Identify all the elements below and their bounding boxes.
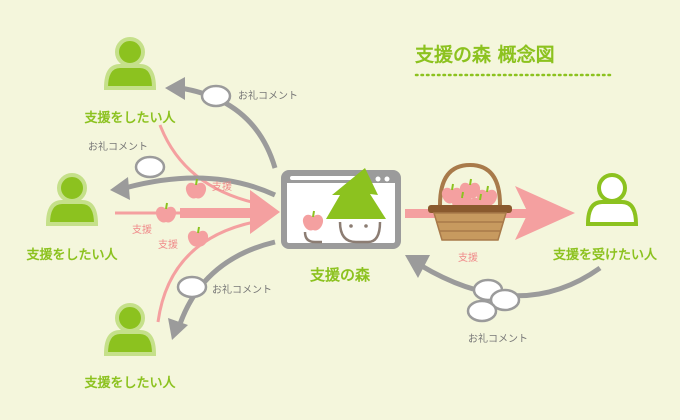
support-label: 支援 [158, 238, 178, 251]
supporter-person-icon [46, 173, 98, 226]
center-label: 支援の森 [309, 266, 371, 284]
supporter-person-icon [104, 303, 156, 356]
supporter-label: 支援をしたい人 [83, 110, 176, 126]
supporter-label: 支援をしたい人 [25, 247, 118, 263]
recipient-person-icon [586, 173, 638, 226]
support-arrowhead-in [250, 190, 280, 234]
support-arrowhead-out [515, 186, 575, 240]
apple-icon [154, 202, 178, 224]
comment-bubble-icon [466, 299, 498, 323]
comment-bubble-icon [134, 155, 166, 179]
diagram-title: 支援の森 概念図 [414, 43, 555, 66]
apple-basket-icon [428, 162, 512, 241]
supporter-person-icon [104, 37, 156, 90]
thanks-label: お礼コメント [468, 332, 528, 345]
thanks-arrowhead-4 [405, 255, 430, 278]
support-label: 支援 [132, 223, 152, 236]
thanks-arrows [124, 85, 602, 331]
thanks-label: お礼コメント [88, 140, 148, 153]
support-label: 支援 [212, 180, 232, 193]
recipient-label: 支援を受けたい人 [552, 247, 658, 263]
apple-icon [186, 226, 210, 248]
thanks-arrowhead-2 [110, 177, 130, 200]
supporter-label: 支援をしたい人 [83, 375, 176, 391]
comment-bubble-icon [200, 84, 232, 108]
support-label: 支援 [458, 251, 478, 264]
forest-window-icon [281, 168, 401, 249]
thanks-label: お礼コメント [212, 283, 272, 296]
thanks-arrowhead-3 [168, 318, 188, 340]
comment-bubble-icon [176, 275, 208, 299]
thanks-arrowhead-1 [165, 77, 185, 100]
thanks-label: お礼コメント [238, 89, 298, 102]
